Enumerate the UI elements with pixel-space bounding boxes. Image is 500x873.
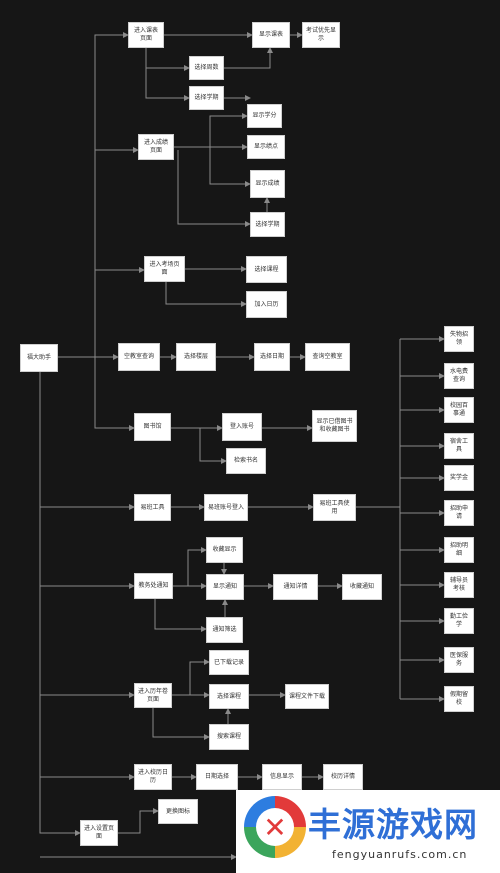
node-show-grades: 显示成绩 <box>250 170 285 198</box>
node-grades-select-term: 选择学期 <box>250 212 285 237</box>
node-easy-login: 易班账号登入 <box>204 494 248 521</box>
node-tool-work-study: 勤工俭学 <box>444 608 474 634</box>
node-papers-select-course: 选择课程 <box>209 684 249 709</box>
watermark-cross-icon: ✕ <box>256 808 294 846</box>
node-tool-lost-found: 失物招领 <box>444 326 474 352</box>
node-papers-entry: 进入历年卷页面 <box>134 683 172 708</box>
node-search-course: 搜索课程 <box>209 724 249 750</box>
node-schedule-select-term: 选择学期 <box>189 86 224 110</box>
node-change-icon: 更换图标 <box>158 799 198 824</box>
node-add-calendar: 加入日历 <box>246 291 287 318</box>
node-classroom-query: 空教室查询 <box>118 343 160 371</box>
node-library-login: 登入账号 <box>222 413 262 441</box>
node-collect-notice: 收藏通知 <box>342 574 382 600</box>
node-show-notice: 显示通知 <box>206 574 244 600</box>
node-classroom-result: 查询空教室 <box>305 343 350 371</box>
node-schedule-entry: 进入课表页面 <box>128 22 164 48</box>
node-calendar-entry: 进入校历日历 <box>134 764 172 790</box>
node-exam-select-course: 选择课程 <box>246 256 287 283</box>
node-tool-aid-detail: 招助明细 <box>444 537 474 563</box>
node-tool-counselor: 辅导员考核 <box>444 572 474 598</box>
watermark-badge-icon: ✕ <box>244 796 306 858</box>
node-show-schedule: 显示课表 <box>252 22 290 48</box>
node-easy-tools: 易班工具 <box>134 494 171 521</box>
node-calendar-select-date: 日期选择 <box>196 764 238 790</box>
node-show-books: 显示已借图书和收藏图书 <box>312 410 357 442</box>
watermark-url: fengyuanrufs.com.cn <box>332 848 468 861</box>
node-tool-campus-guide: 校园百事通 <box>444 397 474 423</box>
node-settings-entry: 进入设置页面 <box>80 820 118 846</box>
node-select-week: 选择周数 <box>189 56 224 80</box>
node-notice-detail: 通知详情 <box>273 574 318 600</box>
node-show-gpa: 显示绩点 <box>247 135 285 159</box>
node-calendar-detail: 校历详情 <box>323 764 363 790</box>
node-root: 福大助手 <box>20 344 58 372</box>
node-easy-use: 易班工具使用 <box>313 494 356 521</box>
node-tool-medical: 医保服务 <box>444 647 474 673</box>
watermark-title: 丰源游戏网 <box>308 805 478 844</box>
node-tool-utility-bill: 水电费查询 <box>444 363 474 389</box>
node-show-credit: 显示学分 <box>247 104 282 128</box>
node-collection-show: 收藏显示 <box>206 537 243 563</box>
node-calendar-info: 信息显示 <box>262 764 302 790</box>
node-tool-aid-apply: 招助申请 <box>444 500 474 526</box>
node-select-building: 选择楼层 <box>176 343 216 371</box>
node-select-date: 选择日期 <box>254 343 290 371</box>
node-grades-entry: 进入成绩页面 <box>138 134 174 160</box>
node-tool-dorm: 宿舍工具 <box>444 433 474 459</box>
node-notice-entry: 教务处通知 <box>134 573 173 599</box>
node-notice-filter: 通知筛选 <box>206 617 243 643</box>
node-course-download: 课程文件下载 <box>285 684 329 709</box>
node-download-record: 已下载记录 <box>209 650 249 675</box>
node-library: 图书馆 <box>134 413 171 441</box>
node-exam-entry: 进入考场页面 <box>144 256 185 282</box>
node-tool-scholarship: 奖学金 <box>444 465 474 491</box>
node-exam-priority: 考试优先显示 <box>302 22 340 48</box>
node-search-book: 检索书名 <box>226 448 266 474</box>
node-tool-holiday-stay: 假期留校 <box>444 686 474 712</box>
watermark-logo: ✕ 丰源游戏网 fengyuanrufs.com.cn <box>236 790 500 873</box>
